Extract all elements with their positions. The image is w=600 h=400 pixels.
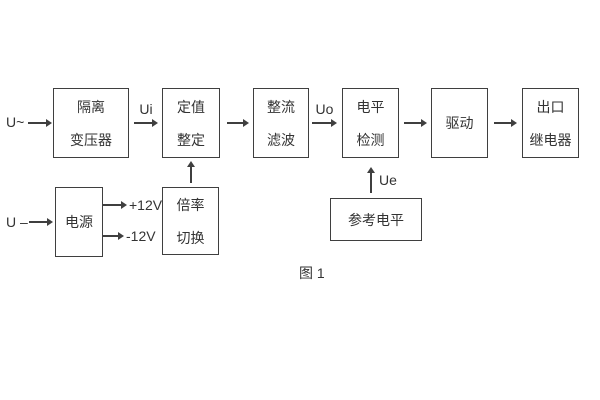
arrow-ratio-to-setting: [187, 161, 194, 183]
block-label: 滤波: [267, 131, 295, 148]
label-minus-12v: -12V: [126, 228, 156, 244]
block-label: 电平: [356, 98, 385, 115]
arrow-ac-input-to-transformer: [28, 119, 52, 126]
label-uo-signal: Uo: [315, 101, 334, 117]
block-label: 驱动: [445, 115, 474, 131]
block-label: 参考电平: [348, 211, 404, 228]
arrow-dc-input-to-power: [29, 218, 53, 225]
block-label: 继电器: [529, 131, 572, 148]
block-label: 隔离: [77, 98, 105, 115]
block-label: 出口: [536, 98, 565, 115]
arrow-power-plus-12v: [103, 201, 127, 208]
block-label: 倍率: [176, 196, 205, 213]
block-value-setting: 定值 整定: [162, 88, 220, 158]
arrow-filter-to-detect: [312, 119, 337, 126]
block-label: 电源: [65, 214, 93, 230]
block-drive: 驱动: [431, 88, 488, 158]
arrow-detect-to-drive: [404, 119, 427, 126]
arrow-power-minus-12v: [103, 232, 124, 239]
block-label: 切换: [176, 229, 205, 246]
block-label: 整定: [177, 131, 205, 148]
label-dc-input: U –: [6, 214, 28, 230]
block-isolation-transformer: 隔离 变压器: [53, 88, 129, 158]
arrow-reference-to-detect: [367, 167, 374, 193]
block-label: 整流: [267, 98, 295, 115]
figure-caption: 图 1: [299, 265, 325, 281]
arrow-drive-to-relay: [494, 119, 517, 126]
arrow-setting-to-filter: [227, 119, 249, 126]
block-label: 变压器: [70, 131, 112, 148]
label-plus-12v: +12V: [129, 197, 163, 213]
block-power-supply: 电源: [55, 187, 103, 257]
block-level-detect: 电平 检测: [342, 88, 399, 158]
block-reference-level: 参考电平: [330, 198, 422, 241]
label-ac-input: U~: [6, 114, 25, 130]
label-ue-signal: Ue: [379, 172, 397, 188]
block-rectify-filter: 整流 滤波: [253, 88, 309, 158]
block-label: 定值: [177, 98, 205, 115]
block-ratio-switch: 倍率 切换: [162, 187, 219, 255]
block-label: 检测: [356, 131, 385, 148]
label-ui-signal: Ui: [139, 101, 153, 117]
block-output-relay: 出口 继电器: [522, 88, 579, 158]
arrow-transformer-to-setting: [134, 119, 158, 126]
